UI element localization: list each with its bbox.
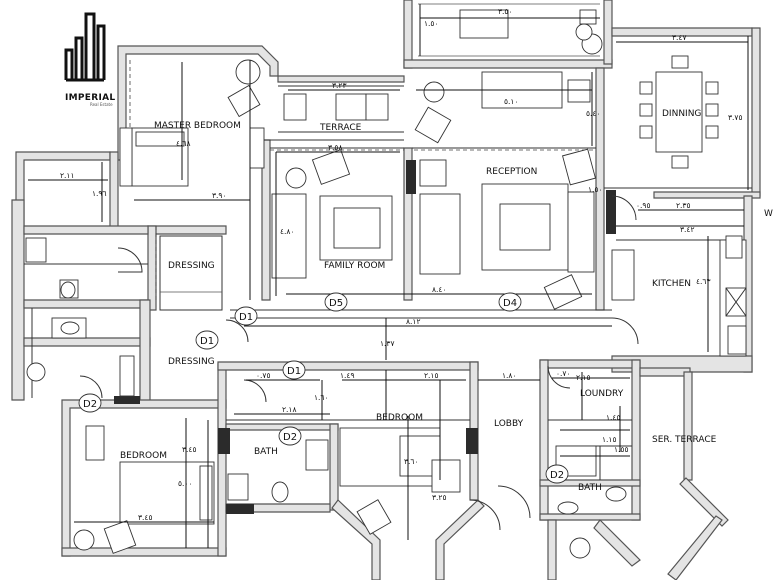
dim-kitchen-w: ٣.٤٢ <box>680 225 694 234</box>
label-family-room: FAMILY ROOM <box>324 261 385 271</box>
dim-bath1-w: ٢.١٨ <box>282 405 296 414</box>
dimension-labels: ٣.٥٠ ١.٥٠ ٣.٤٧ ٣.٧٥ ٣.٢٣ ٥.١٠ ٥.٤٠ ٣.٥٨ … <box>60 7 742 522</box>
label-reception: RECEPTION <box>486 167 537 177</box>
dim-reception-top: ٥.١٠ <box>504 97 518 106</box>
dim-corridor-v: ١.٣٧ <box>380 339 394 348</box>
dashed-guides <box>129 60 594 300</box>
door-tag-d2-b: D2 <box>283 432 297 443</box>
dim-kitchen-v: ١.٥٠ <box>588 185 602 194</box>
dim-bed1-w: ٣.٤٥ <box>138 513 152 522</box>
label-bath-center: BATH <box>254 447 278 457</box>
dim-laundry-w2: ١.١٥ <box>602 435 616 444</box>
dim-left-bath-h: ١.٩٦ <box>92 189 106 198</box>
dim-bed1-h: ٥.٠٠ <box>178 479 192 488</box>
dim-bath1-top: ٠.٧٥ <box>256 371 270 380</box>
label-bath-right: BATH <box>578 483 602 493</box>
dim-kitchen-h: ٤.٦٣ <box>696 277 710 286</box>
label-bedroom-left: BEDROOM <box>120 451 167 461</box>
walls <box>11 0 761 580</box>
label-lobby: LOBBY <box>494 419 524 429</box>
dim-family-h: ٤.٨٠ <box>280 227 294 236</box>
dim-bath1-v: ١.٦٠ <box>314 393 328 402</box>
label-kitchen: KITCHEN <box>652 279 691 289</box>
door-tag-d1-b: D1 <box>200 336 214 347</box>
logo-subtitle: Real Estate <box>90 102 113 107</box>
label-dinning: DINNING <box>662 109 701 119</box>
imperial-logo: IMPERIAL Real Estate <box>64 12 115 107</box>
dim-corridor: ٨.١٢ <box>406 317 420 326</box>
label-ser-terrace: SER. TERRACE <box>652 435 717 445</box>
dim-dinning-w: ٣.٤٧ <box>672 33 686 42</box>
dim-bed2-top2: ٢.١٥ <box>424 371 438 380</box>
edge-letter: W <box>764 209 773 219</box>
dim-master-h: ٤.٦٨ <box>176 139 190 148</box>
logo-name: IMPERIAL <box>65 93 115 103</box>
dim-reception-h: ٥.٤٠ <box>586 109 600 118</box>
label-dressing-lower: DRESSING <box>168 357 215 367</box>
furniture <box>25 9 747 559</box>
dim-top-balcony-v: ١.٥٠ <box>424 19 438 28</box>
dim-terrace-w: ٣.٢٣ <box>332 81 346 90</box>
dim-bed2-top: ١.٤٩ <box>340 371 354 380</box>
dim-lobby-w: ١.٨٠ <box>502 371 516 380</box>
dim-left-bath-w: ٢.١١ <box>60 171 74 180</box>
door-tag-d2-c: D2 <box>550 470 564 481</box>
dim-family-w: ٣.٥٨ <box>328 143 342 152</box>
door-tags: D1 D1 D1 D2 D2 D2 D4 D5 <box>78 292 569 484</box>
label-dressing-upper: DRESSING <box>168 261 215 271</box>
dim-bed1-h2: ٣.٤٥ <box>182 445 196 454</box>
dim-master-w: ٣.٩٠ <box>212 191 226 200</box>
label-master-bedroom: MASTER BEDROOM <box>154 121 241 131</box>
dim-laundry-v2: ١.٥٥ <box>614 445 628 454</box>
dim-bed2-v: ٣.٦٠ <box>404 457 418 466</box>
dim-kitchen-top: ٢.٣٥ <box>676 201 690 210</box>
dim-dinning-h: ٣.٧٥ <box>728 113 742 122</box>
column-blocks <box>114 160 616 514</box>
dim-bed2-v2: ٣.٢٥ <box>432 493 446 502</box>
dim-laundry-w: ١.٤٥ <box>606 413 620 422</box>
dim-kitchen-gap: ٠.٩٥ <box>636 201 650 210</box>
dim-lower-span: ٨.٤٠ <box>432 285 446 294</box>
dim-laundry-top: ٠.٧٠ <box>556 369 570 378</box>
dimension-lines <box>28 4 749 548</box>
door-tag-d2-a: D2 <box>83 399 97 410</box>
door-tag-d5: D5 <box>329 298 343 309</box>
door-tag-d4: D4 <box>503 298 517 309</box>
label-terrace: TERRACE <box>319 123 362 133</box>
label-bedroom-center: BEDROOM <box>376 413 423 423</box>
dim-top-balcony: ٣.٥٠ <box>498 7 512 16</box>
room-labels: MASTER BEDROOM TERRACE RECEPTION DINNING… <box>120 109 717 493</box>
dim-laundry-v: ٢.١٥ <box>576 373 590 382</box>
door-tag-d1-a: D1 <box>239 312 253 323</box>
door-tag-d1-c: D1 <box>287 366 301 377</box>
label-loundry: LOUNDRY <box>580 389 624 399</box>
